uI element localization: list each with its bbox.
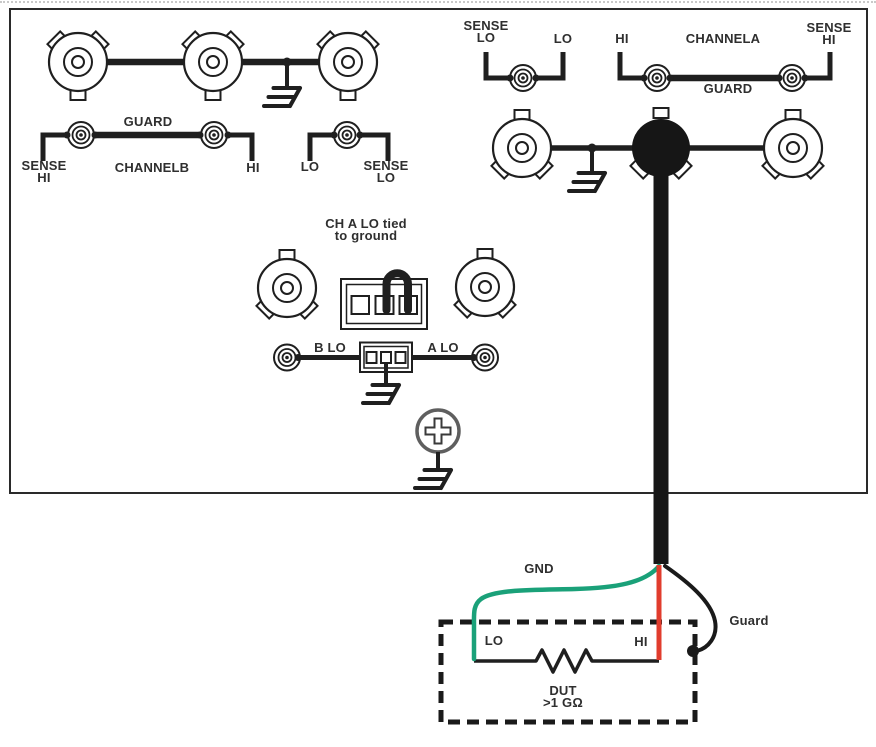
b-lo-label: B LO	[314, 340, 346, 355]
hi-a-label: HI	[615, 31, 629, 46]
gnd-wire	[471, 563, 662, 662]
bnc-connector-icon	[255, 248, 319, 320]
dut-hi-label: HI	[634, 634, 648, 649]
sense-hi-a-label: SENSE HI	[806, 20, 852, 47]
scan-artifact-line	[0, 1, 876, 3]
channel-a-jack-row	[483, 52, 833, 92]
shorting-jumper-wire	[382, 269, 412, 314]
a-lo-label: A LO	[427, 340, 459, 355]
guard-wire-label: Guard	[729, 613, 769, 628]
channel-a-bnc-row	[490, 107, 825, 564]
chassis-ground-icon	[262, 86, 302, 108]
bnc-connector-icon	[316, 30, 380, 102]
channel-b-bnc-row	[46, 30, 380, 108]
ground-screw	[413, 408, 461, 490]
guard-a-label: GUARD	[703, 81, 753, 96]
sense-lo-b-label: SENSE LO	[363, 158, 409, 185]
dut-section	[438, 563, 718, 725]
channel-a-label: CHANNELA	[685, 31, 761, 46]
sense-hi-a-jack-icon	[778, 64, 806, 92]
guard-connection-dot	[687, 645, 699, 657]
sense-lo-a-label: SENSE LO	[463, 18, 509, 45]
phillips-cross-icon	[424, 417, 452, 445]
lo-link-row	[273, 341, 499, 405]
triax-cable	[653, 148, 669, 564]
hi-b-label: HI	[246, 160, 260, 175]
channel-b-label: CHANNELB	[114, 160, 190, 175]
dut-value: >1 GΩ	[543, 695, 583, 710]
chassis-ground-icon	[567, 171, 607, 193]
chassis-ground-icon	[361, 383, 401, 405]
hi-a-jack-icon	[643, 64, 671, 92]
chassis-ground-icon	[413, 468, 453, 490]
junction-dots	[506, 74, 809, 82]
bnc-connector-icon	[453, 247, 517, 319]
bnc-connector-icon	[490, 108, 554, 180]
dut-resistor	[474, 648, 659, 674]
lo-jumper-section	[255, 247, 517, 330]
dut-title: DUT	[549, 683, 577, 698]
lo-b-label: LO	[300, 159, 320, 174]
dut-name-label: DUT >1 GΩ	[543, 683, 583, 710]
sense-hi-b-label: SENSE HI	[21, 158, 67, 185]
gnd-wire-label: GND	[524, 561, 554, 576]
dut-shield-box	[438, 619, 698, 725]
instrument-panel-outline	[9, 8, 868, 494]
lo-b-jack-icon	[333, 121, 361, 149]
guard-wire	[663, 564, 718, 653]
bnc-connector-icon	[46, 30, 110, 102]
bnc-connector-icon	[761, 108, 825, 180]
jumper-note-label: CH A LO tied to ground	[325, 216, 407, 243]
hi-b-jack-icon	[200, 121, 228, 149]
channel-b-jack-row	[40, 121, 391, 161]
junction-dots	[63, 131, 364, 139]
bnc-connector-icon	[181, 30, 245, 102]
sense-hi-b-jack-icon	[67, 121, 95, 149]
dut-lo-label: LO	[484, 633, 504, 648]
guard-b-label: GUARD	[123, 114, 173, 129]
sense-lo-a-jack-icon	[509, 64, 537, 92]
cable-plug-icon	[629, 107, 693, 564]
lo-a-label: LO	[553, 31, 573, 46]
